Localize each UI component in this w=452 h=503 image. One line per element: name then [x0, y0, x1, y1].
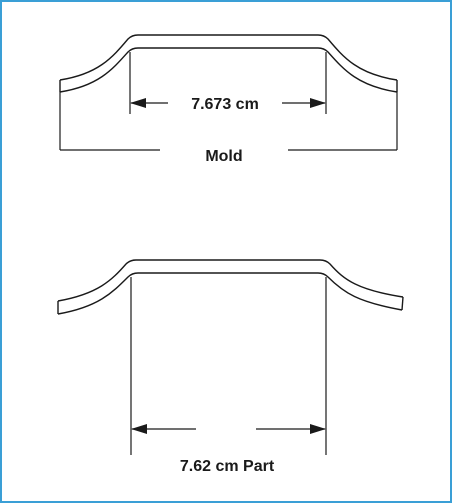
part-right-end: [401, 296, 404, 311]
mold-profile-outer: [59, 34, 398, 81]
part-profile-inner: [57, 272, 403, 315]
part-group: 7.62 cm Part: [57, 259, 404, 475]
mold-caption: Mold: [205, 148, 242, 165]
part-dimension-label: 7.62 cm Part: [180, 458, 275, 475]
part-profile-outer: [57, 259, 404, 302]
mold-profile-inner: [59, 47, 398, 93]
mold-group: 7.673 cm Mold: [59, 34, 398, 165]
mold-dimension-label: 7.673 cm: [191, 96, 259, 113]
